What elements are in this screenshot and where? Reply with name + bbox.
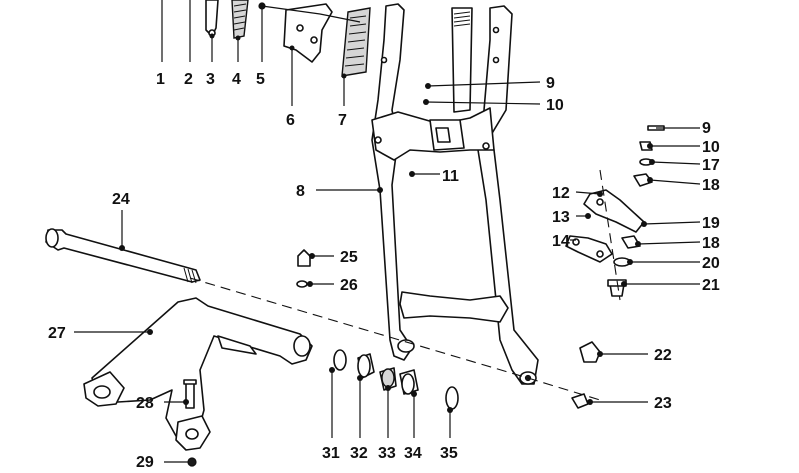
callout-12: 12	[552, 185, 570, 202]
callout-22: 22	[654, 347, 672, 364]
callout-24: 24	[112, 191, 130, 208]
callout-14: 14	[552, 233, 570, 250]
callout-25: 25	[340, 249, 358, 266]
callout-18-lower: 18	[702, 235, 720, 252]
callout-33: 33	[378, 445, 396, 462]
callout-3: 3	[206, 71, 215, 88]
callout-7: 7	[338, 112, 347, 129]
callout-34: 34	[404, 445, 422, 462]
callout-8: 8	[296, 183, 305, 200]
swing-arm	[83, 249, 313, 467]
callout-23: 23	[654, 395, 672, 412]
callout-labels: 1 2 3 4 5 6 7 8 9 10 11 9 10 17 18 12 19…	[48, 71, 720, 471]
callout-27: 27	[48, 325, 66, 342]
axle-bolt	[45, 228, 201, 284]
center-stand-frame	[371, 3, 539, 385]
callout-18-upper: 18	[702, 177, 720, 194]
callout-4: 4	[232, 71, 241, 88]
callout-26: 26	[340, 277, 358, 294]
callout-17: 17	[702, 157, 720, 174]
callout-21: 21	[702, 277, 720, 294]
callout-19: 19	[702, 215, 720, 232]
callout-6: 6	[286, 112, 295, 129]
callout-32: 32	[350, 445, 368, 462]
parts-top-left	[205, 0, 371, 77]
callout-9-right: 9	[702, 120, 711, 137]
callout-28: 28	[136, 395, 154, 412]
bushing-set	[189, 277, 601, 410]
callout-31: 31	[322, 445, 340, 462]
callout-10-upper: 10	[546, 97, 564, 114]
callout-9-upper: 9	[546, 75, 555, 92]
callout-35: 35	[440, 445, 458, 462]
callout-11: 11	[442, 168, 459, 185]
callout-5: 5	[256, 71, 265, 88]
callout-10-right: 10	[702, 139, 720, 156]
leader-lines	[74, 0, 701, 463]
callout-2: 2	[184, 71, 193, 88]
parts-right-assembly	[565, 125, 665, 301]
callout-20: 20	[702, 255, 720, 272]
callout-29: 29	[136, 454, 154, 471]
callout-13: 13	[552, 209, 570, 226]
callout-1: 1	[156, 71, 165, 88]
